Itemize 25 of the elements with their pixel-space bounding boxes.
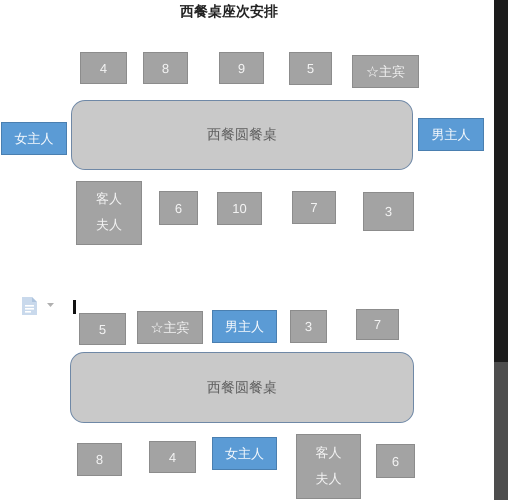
seat-box: ☆主宾 [137, 311, 203, 344]
seat-box: 5 [289, 52, 332, 85]
host-seat-box: 男主人 [212, 310, 277, 343]
seat-box: 6 [159, 191, 198, 225]
seat-box: 8 [77, 443, 122, 476]
seat-box: 3 [290, 310, 327, 343]
seat-box: 7 [292, 191, 336, 224]
host-seat-box: 男主人 [418, 118, 484, 151]
seat-box: 6 [376, 444, 415, 478]
seat-box: 客人夫人 [296, 434, 361, 499]
seat-box: 客人夫人 [76, 181, 142, 245]
seat-box: 4 [149, 441, 196, 473]
table-box: 西餐圆餐桌 [70, 352, 414, 423]
seat-box: 9 [219, 52, 264, 84]
host-seat-box: 女主人 [212, 437, 277, 470]
seat-box: 10 [217, 192, 262, 225]
seat-box: 7 [356, 309, 399, 340]
host-seat-box: 女主人 [1, 122, 67, 155]
seat-box: ☆主宾 [352, 55, 419, 88]
title: 西餐桌座次安排 [179, 3, 279, 21]
seat-box: 5 [79, 313, 126, 345]
seat-box: 3 [363, 192, 414, 231]
seat-box: 4 [80, 52, 127, 84]
table-box: 西餐圆餐桌 [71, 100, 413, 170]
seat-box: 8 [143, 52, 188, 84]
